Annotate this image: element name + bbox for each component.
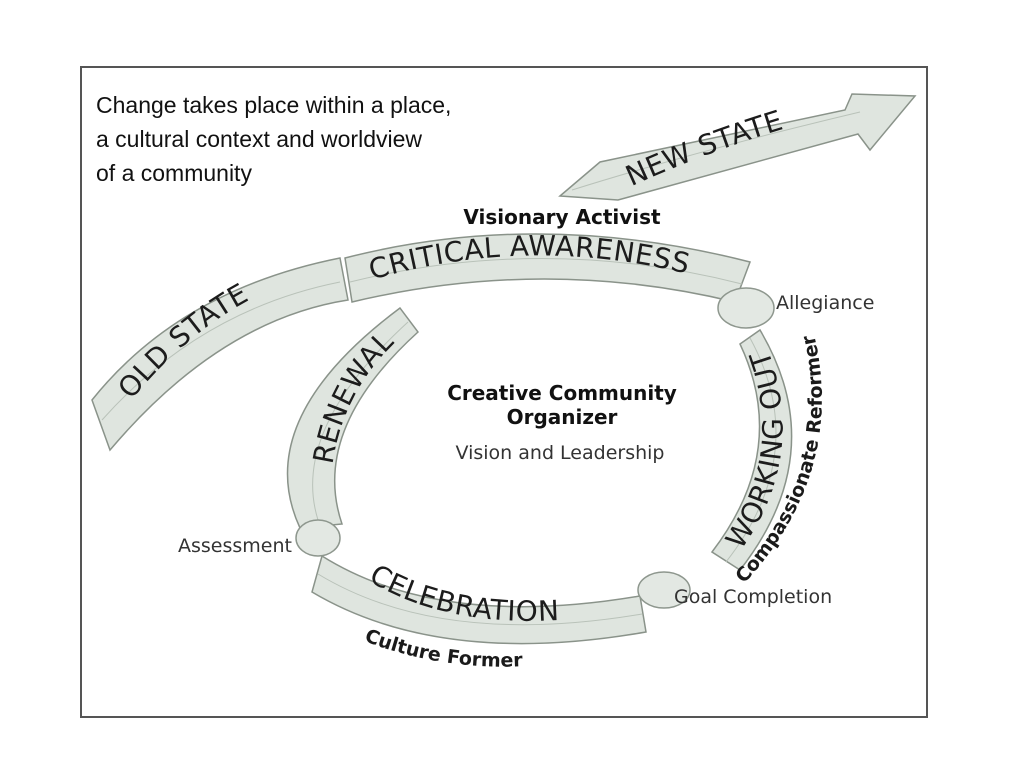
intro-line-1: Change takes place within a place, — [96, 92, 452, 118]
allegiance-node — [717, 287, 775, 329]
center-subtitle: Vision and Leadership — [456, 442, 665, 464]
center-title-line1: Creative Community — [447, 381, 677, 405]
new-state-arrow — [558, 93, 917, 201]
intro-line-2: a cultural context and worldview — [96, 126, 422, 152]
assessment-label: Assessment — [178, 535, 292, 557]
visionary-activist-label: Visionary Activist — [463, 205, 661, 229]
old-state-band — [91, 257, 349, 452]
assessment-node — [295, 519, 341, 557]
intro-text: Change takes place within a place, a cul… — [96, 88, 556, 190]
center-title-line2: Organizer — [507, 405, 618, 429]
goal-completion-label: Goal Completion — [674, 586, 832, 608]
goal-completion-node — [637, 571, 691, 609]
working-out-band — [710, 328, 793, 572]
critical-awareness-band — [344, 233, 751, 303]
intro-line-3: of a community — [96, 160, 252, 186]
allegiance-label: Allegiance — [776, 292, 874, 314]
celebration-band — [311, 554, 647, 645]
renewal-band — [286, 306, 420, 529]
